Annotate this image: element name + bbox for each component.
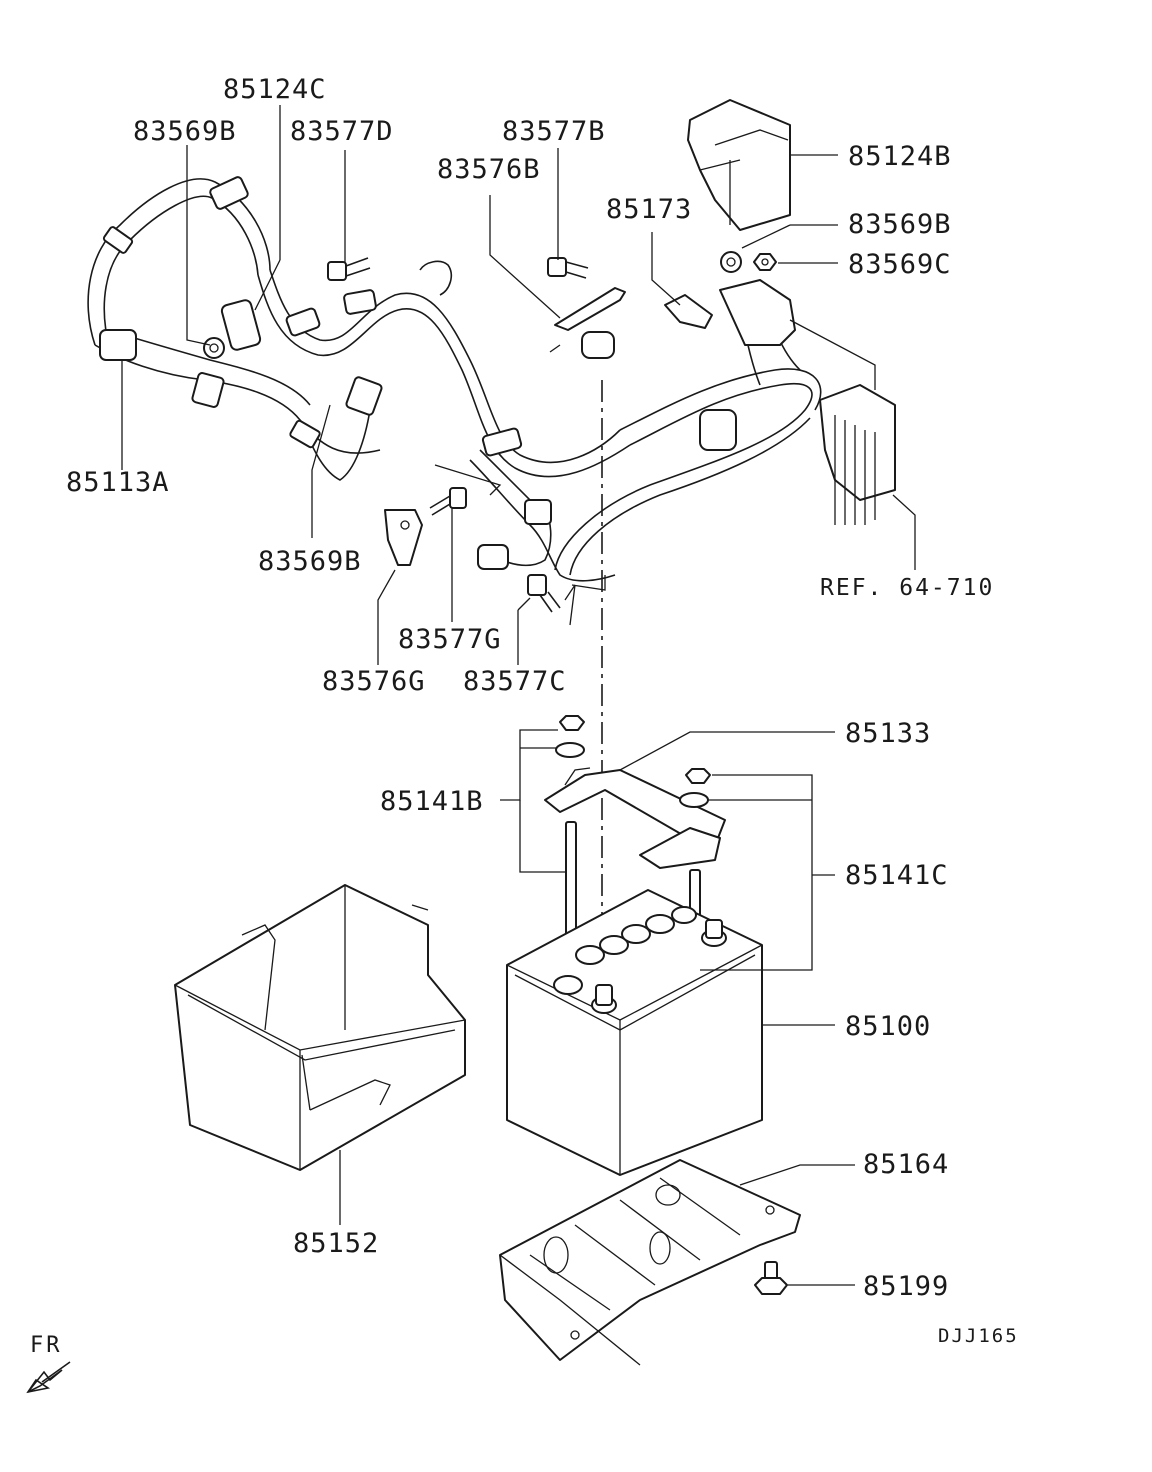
label-85133: 85133 [845,718,931,749]
label-83577G: 83577G [398,624,502,655]
label-85100: 85100 [845,1011,931,1042]
label-83577C: 83577C [463,666,567,697]
bracket-83576G [384,487,467,566]
label-85164: 85164 [863,1149,949,1180]
front-arrow-icon [27,1361,71,1393]
diagram-code: DJJ165 [938,1325,1019,1347]
battery-case-85152 [174,884,466,1171]
bolt-83577C [527,574,576,626]
label-83576G: 83576G [322,666,426,697]
grommet-83569B [720,251,742,273]
label-85124B: 85124B [848,141,952,172]
front-direction-indicator: FR [26,1333,71,1394]
label-85141B: 85141B [380,786,484,817]
label-85113A: 85113A [66,467,170,498]
label-85124C: 85124C [223,74,327,105]
label-83577B: 83577B [502,116,606,147]
fr-label: FR [30,1333,63,1358]
label-85173: 85173 [606,194,692,225]
battery-85100 [506,889,763,1176]
wiring-harness [87,99,896,626]
fuse-block-85124B [687,99,791,231]
label-85152: 85152 [293,1228,379,1259]
bolt-83577D [327,257,371,281]
label-83577D: 83577D [290,116,394,147]
bracket-83576B [547,257,626,331]
connector-block [819,384,896,525]
label-85141C: 85141C [845,860,949,891]
part-labels: 85124C 83569B 83577D 83577B 83576B 85173… [66,74,1019,1347]
label-83569B-mid: 83569B [258,546,362,577]
label-85199: 85199 [863,1271,949,1302]
label-83569C: 83569C [848,249,952,280]
label-83576B: 83576B [437,154,541,185]
reference-label: REF. 64-710 [820,575,994,601]
nut-83569C [753,253,777,271]
label-83569B-top: 83569B [133,116,237,147]
battery-tray-85164 [499,1159,801,1366]
leader-lines [121,105,916,1286]
label-83569B-right: 83569B [848,209,952,240]
